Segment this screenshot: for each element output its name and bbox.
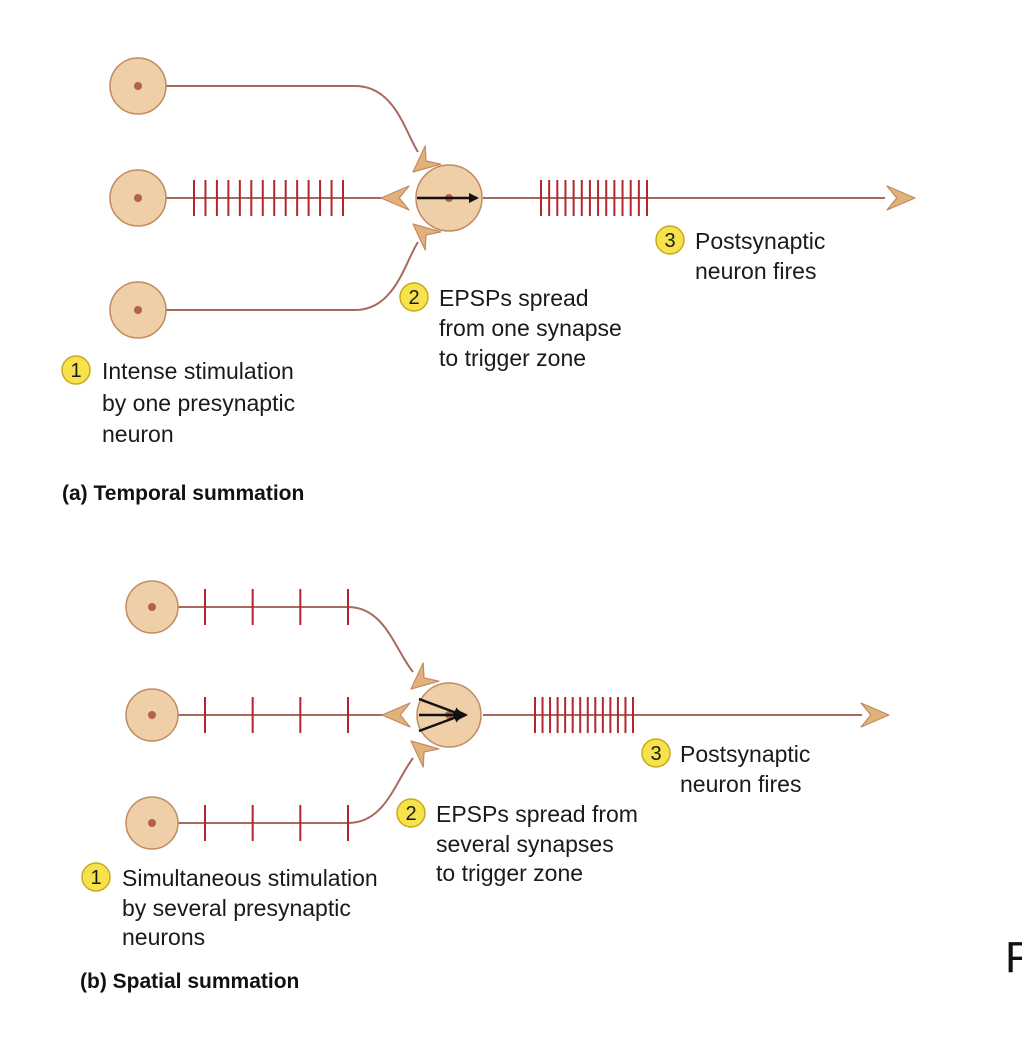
panel-b-epsp-arrow-top: [418, 697, 464, 717]
panel-a-step2-line2: from one synapse: [439, 315, 622, 341]
panel-b-step3-number: 3: [650, 743, 661, 765]
panel-b-presynaptic-neuron-middle-nucleus: [148, 711, 156, 719]
panel-a-synaptic-terminal-bottom: [412, 223, 442, 251]
panel-b-step2-badge: [396, 798, 426, 828]
panel-a-presynaptic-neuron-top-nucleus: [134, 82, 142, 90]
panel-b-step1-number: 1: [90, 867, 101, 889]
panel-a-labels: 1 Intense stimulation by one presynaptic…: [61, 225, 825, 505]
panel-a-synaptic-terminal-middle: [380, 185, 410, 211]
panel-b-step1-badge: [81, 862, 111, 892]
panel-b-step3-line1: Postsynaptic: [680, 741, 810, 767]
panel-a-step3-line1: Postsynaptic: [695, 228, 825, 254]
panel-a-step2-badge: [399, 282, 429, 312]
panel-b-synaptic-terminal-top: [410, 662, 440, 690]
panel-b-step2-line3: to trigger zone: [436, 860, 583, 886]
panel-b-caption: (b) Spatial summation: [80, 970, 299, 993]
panel-b-synaptic-terminal-middle: [381, 702, 411, 728]
panel-a-step3-badge: [655, 225, 685, 255]
panel-a-step2-label: 2 EPSPs spread from one synapse to trigg…: [399, 282, 622, 371]
panel-b-axon-top: [178, 606, 414, 673]
panel-a-axon-bottom: [164, 241, 419, 311]
panel-a-step1-line1: Intense stimulation: [102, 358, 294, 384]
panel-a-caption: (a) Temporal summation: [62, 482, 304, 505]
panel-a-step3-line2: neuron fires: [695, 258, 816, 284]
panel-a-axon-terminal: [886, 185, 916, 211]
panel-b-step1-line2: by several presynaptic: [122, 895, 351, 921]
panel-a-axon-top: [164, 85, 419, 153]
panel-a-step2-line1: EPSPs spread: [439, 285, 589, 311]
panel-b-labels: 1 Simultaneous stimulation by several pr…: [80, 738, 810, 993]
panel-b-step3-line2: neuron fires: [680, 771, 801, 797]
panel-a-step1-label: 1 Intense stimulation by one presynaptic…: [61, 355, 295, 447]
panel-b-presynaptic-neuron-top-nucleus: [148, 603, 156, 611]
panel-a-step1-line3: neuron: [102, 421, 174, 447]
panel-a-step2-number: 2: [408, 287, 419, 309]
panel-b-axon-bottom: [178, 757, 414, 824]
panel-b-step1-line3: neurons: [122, 924, 205, 950]
panel-b-axon-terminal: [860, 702, 890, 728]
panel-b-step1-label: 1 Simultaneous stimulation by several pr…: [81, 862, 378, 950]
panel-a-step1-badge: [61, 355, 91, 385]
panel-b-step3-badge: [641, 738, 671, 768]
drawing-layer: [109, 57, 916, 850]
panel-a-step1-number: 1: [70, 360, 81, 382]
panel-a-step3-number: 3: [664, 230, 675, 252]
panel-a-presynaptic-neuron-bottom-nucleus: [134, 306, 142, 314]
panel-b-step2-number: 2: [405, 803, 416, 825]
panel-a-presynaptic-neuron-middle-nucleus: [134, 194, 142, 202]
panel-b-presynaptic-neuron-bottom-nucleus: [148, 819, 156, 827]
panel-b-epsp-arrow-bottom: [418, 713, 464, 733]
panel-b-step2-label: 2 EPSPs spread from several synapses to …: [396, 798, 638, 886]
panel-b-step3-label: 3 Postsynaptic neuron fires: [641, 738, 810, 797]
panel-b-step2-line1: EPSPs spread from: [436, 801, 638, 827]
panel-a-step1-line2: by one presynaptic: [102, 390, 295, 416]
panel-b-step1-line1: Simultaneous stimulation: [122, 865, 378, 891]
panel-b-step2-line2: several synapses: [436, 831, 614, 857]
panel-a-synaptic-terminal-top: [412, 145, 442, 173]
edge-fragment-letter: F: [1005, 933, 1022, 982]
panel-a-step2-line3: to trigger zone: [439, 345, 586, 371]
panel-b-synaptic-terminal-bottom: [410, 740, 440, 768]
panel-a-step3-label: 3 Postsynaptic neuron fires: [655, 225, 825, 284]
